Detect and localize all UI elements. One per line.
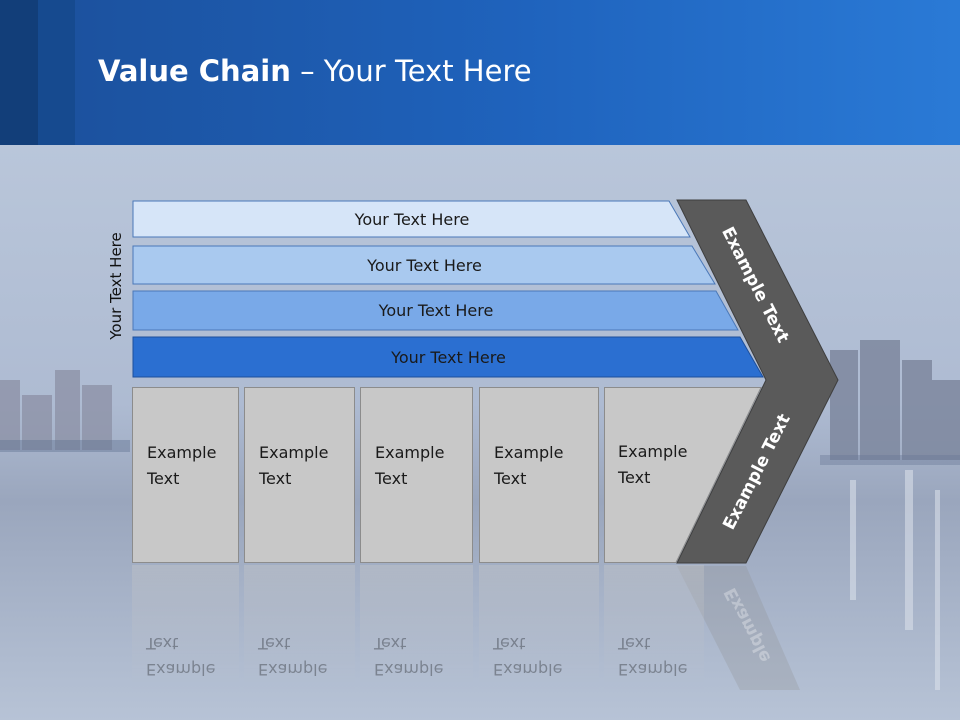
bar-4[interactable]: Your Text Here	[132, 336, 765, 378]
box-4-line2: Text	[494, 469, 527, 488]
box-reflection-3-line1: Example	[374, 660, 444, 679]
box-5-line1: Example	[618, 442, 688, 461]
box-5-line2: Text	[618, 468, 651, 487]
box-reflection-1-line1: Example	[146, 660, 216, 679]
title-rest: – Your Text Here	[290, 54, 532, 88]
box-reflection-5: Example Text	[604, 565, 704, 690]
box-reflection-4-text: Example Text	[493, 630, 562, 682]
box-4-line1: Example	[494, 443, 564, 462]
box-reflection-2-text: Example Text	[258, 630, 327, 682]
box-1-line1: Example	[147, 443, 217, 462]
box-reflection-1: Example Text	[132, 565, 239, 690]
bar-1[interactable]: Your Text Here	[132, 200, 692, 238]
box-reflection-3-line2: Text	[374, 634, 407, 653]
box-1-line2: Text	[147, 469, 180, 488]
bar-1-label: Your Text Here	[354, 209, 470, 229]
box-reflection-2: Example Text	[244, 565, 355, 690]
box-reflection-3-text: Example Text	[374, 630, 443, 682]
box-reflection-1-line2: Text	[146, 634, 179, 653]
bar-2-shape	[132, 245, 716, 285]
box-reflection-5-text: Example Text	[618, 630, 687, 682]
box-reflection-1-text: Example Text	[146, 630, 215, 682]
box-reflection-5-line1: Example	[618, 660, 688, 679]
bar-4-label: Your Text Here	[391, 347, 506, 367]
bar-2[interactable]: Your Text Here	[132, 245, 717, 285]
box-2-line2: Text	[259, 469, 292, 488]
box-reflection-2-line2: Text	[258, 634, 291, 653]
bar-3-label: Your Text Here	[378, 301, 494, 320]
box-5-shape	[604, 387, 762, 563]
box-reflection-4: Example Text	[479, 565, 599, 690]
header-band: Value Chain – Your Text Here	[0, 0, 960, 145]
page-title: Value Chain – Your Text Here	[98, 54, 532, 88]
box-3-line2: Text	[375, 469, 408, 488]
bar-1-shape	[132, 200, 691, 238]
header-accent-strip	[0, 0, 38, 145]
title-bold: Value Chain	[98, 54, 291, 88]
box-reflection-3: Example Text	[360, 565, 473, 690]
box-reflection-2-line1: Example	[258, 660, 328, 679]
bar-4-shape	[132, 336, 764, 378]
bar-2-label: Your Text Here	[367, 255, 482, 275]
box-reflection-4-line2: Text	[493, 634, 526, 653]
box-3-line1: Example	[375, 443, 445, 462]
box-reflection-4-line1: Example	[493, 660, 563, 679]
box-reflection-5-line2: Text	[618, 634, 651, 653]
bar-3[interactable]: Your Text Here	[132, 290, 740, 331]
bar-3-shape	[132, 290, 739, 331]
box-2-line1: Example	[259, 443, 329, 462]
header-accent-strip	[38, 0, 75, 145]
